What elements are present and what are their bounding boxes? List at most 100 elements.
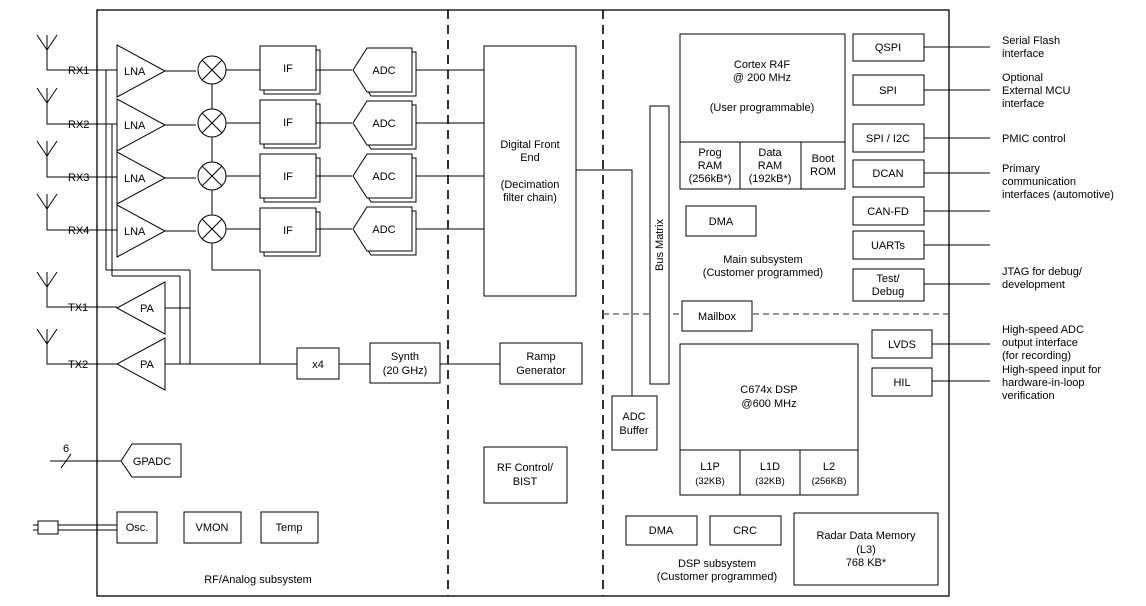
jtag-line-1: JTAG for debug/: [1002, 266, 1083, 278]
data-ram-line-1: Data: [758, 147, 782, 159]
jtag-line-2: development: [1002, 279, 1065, 291]
lo-distribution: [105, 70, 261, 364]
cortex-line-1: Cortex R4F: [734, 59, 791, 71]
tx-chain-1: TX1 PA: [36, 271, 190, 335]
pa-label: PA: [140, 303, 155, 315]
rx-label: RX3: [68, 172, 89, 184]
rx-chain-3: RX3 LNA IF ADC: [36, 140, 484, 205]
vmon-block: [183, 511, 242, 544]
boot-rom-line-2: ROM: [810, 166, 836, 178]
vmon-label: VMON: [196, 522, 229, 534]
tx-label: TX1: [68, 302, 88, 314]
radar-data-memory: [793, 512, 939, 586]
prog-ram-line-2: RAM: [698, 160, 722, 172]
rx-label: RX1: [68, 65, 89, 77]
radar-memory-line-1: Radar Data Memory: [816, 530, 916, 542]
dma-dsp-label: DMA: [649, 525, 674, 537]
main-subsystem-line-1: Main subsystem: [723, 254, 802, 266]
if-label: IF: [283, 171, 293, 183]
primary-comm-line-3: interfaces (automotive): [1002, 189, 1114, 201]
lna-label: LNA: [124, 120, 146, 132]
synth-freq: (20 GHz): [383, 365, 428, 377]
dma-main-label: DMA: [709, 216, 734, 228]
l2-memory: [799, 449, 859, 496]
if-block: [259, 153, 317, 199]
data-ram-line-2: RAM: [758, 160, 782, 172]
if-block: [259, 45, 317, 91]
x4-label: x4: [312, 359, 324, 371]
radar-memory-line-2: (L3): [856, 544, 876, 556]
adc-label: ADC: [372, 171, 395, 183]
bus-matrix-label: Bus Matrix: [654, 219, 666, 271]
hs-adc-line-2: output interface: [1002, 337, 1078, 349]
l1d-line-1: L1D: [760, 461, 780, 473]
l2-line-2: (256KB): [812, 476, 847, 487]
digital-front-end: [483, 45, 577, 297]
adc-block: [352, 153, 413, 199]
interface-column: QSPI SPI SPI / I2C DCAN CAN-FD UARTs Tes…: [852, 33, 990, 397]
lna-amplifier: [116, 98, 167, 152]
radar-memory-line-3: 768 KB*: [846, 557, 887, 569]
dma-main: [685, 205, 757, 237]
serial-flash-line-1: Serial Flash: [1002, 35, 1060, 47]
test-debug-block: [852, 268, 925, 302]
l1p-memory: [679, 449, 741, 496]
if-block: [259, 207, 317, 253]
chip-boundary: [96, 9, 950, 597]
dfe-line-4: (Decimation: [501, 179, 560, 191]
dfe-line-2: End: [520, 152, 540, 164]
ramp-label-2: Generator: [516, 365, 566, 377]
hs-input-line-2: hardware-in-loop: [1002, 377, 1085, 389]
serial-flash-line-2: interface: [1002, 48, 1044, 60]
test-debug-line-1: Test/: [876, 273, 900, 285]
spi-i2c-block: [852, 123, 925, 153]
hs-adc-line-1: High-speed ADC: [1002, 324, 1084, 336]
synth-block: [369, 342, 441, 384]
cortex-line-2: @ 200 MHz: [733, 72, 791, 84]
lna-amplifier: [116, 44, 167, 98]
qspi-block: [852, 33, 925, 62]
data-ram-line-3: (192kB*): [749, 173, 792, 185]
prog-ram: [679, 141, 741, 190]
if-label: IF: [283, 63, 293, 75]
tx-chain-2: TX2 PA: [36, 328, 297, 391]
hs-adc-line-3: (for recording): [1002, 350, 1071, 362]
rf-control-line-1: RF Control/: [497, 462, 554, 474]
if-label: IF: [283, 117, 293, 129]
lna-amplifier: [116, 204, 167, 258]
rx-label: RX4: [68, 225, 89, 237]
dfe-line-1: Digital Front: [500, 139, 559, 151]
external-mcu-line-2: External MCU: [1002, 85, 1071, 97]
l2-line-1: L2: [823, 461, 835, 473]
rx-label: RX2: [68, 119, 89, 131]
antenna-icon: [36, 140, 117, 178]
antenna-icon: [36, 87, 117, 125]
adc-label: ADC: [372, 118, 395, 130]
antenna-icon: [36, 193, 117, 231]
mailbox-label: Mailbox: [698, 311, 736, 323]
can-fd-label: CAN-FD: [867, 206, 909, 218]
primary-comm-line-2: communication: [1002, 176, 1076, 188]
dma-dsp: [625, 515, 698, 546]
lvds-label: LVDS: [888, 339, 916, 351]
c674x-dsp: [679, 343, 859, 451]
hs-input-line-1: High-speed input for: [1002, 364, 1101, 376]
bus-matrix: [649, 105, 670, 385]
crc-block: [709, 515, 782, 546]
primary-comm-line-1: Primary: [1002, 163, 1040, 175]
prog-ram-line-3: (256kB*): [689, 173, 732, 185]
ramp-label-1: Ramp: [526, 351, 555, 363]
rf-control-bist: [483, 446, 568, 504]
dsp-line-1: C674x DSP: [740, 384, 797, 396]
l1p-line-1: L1P: [700, 461, 720, 473]
rf-control-line-2: BIST: [513, 476, 538, 488]
prog-ram-line-1: Prog: [698, 147, 721, 159]
temp-block: [260, 511, 319, 544]
adc-buffer-line-1: ADC: [622, 411, 645, 423]
can-fd-block: [852, 196, 925, 226]
dcan-label: DCAN: [872, 168, 903, 180]
adc-label: ADC: [372, 65, 395, 77]
hs-input-line-3: verification: [1002, 390, 1055, 402]
lna-label: LNA: [124, 66, 146, 78]
antenna-icon: [36, 34, 117, 71]
